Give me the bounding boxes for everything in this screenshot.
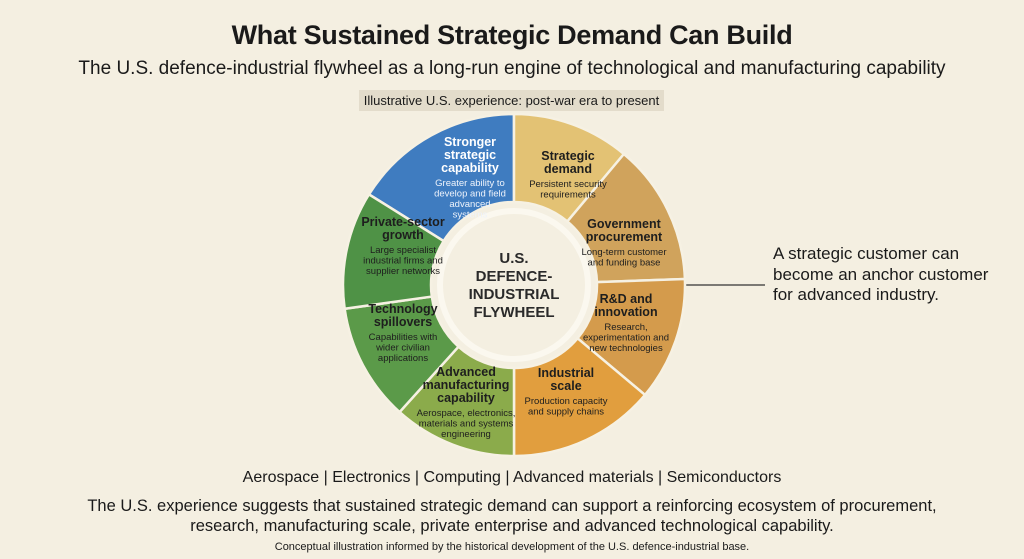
hub-label-line: U.S.: [499, 250, 528, 267]
segment-desc-line: Long-term customer: [581, 247, 666, 258]
segment-desc-line: wider civilian: [375, 343, 430, 354]
segment-desc-line: Large specialist: [370, 245, 436, 256]
segment-desc-line: materials and systems: [419, 419, 514, 430]
segment-private-sector-growth: [341, 192, 446, 311]
segment-desc-line: advanced: [449, 199, 490, 210]
segment-title-line: Industrial: [538, 366, 594, 380]
segment-desc-line: requirements: [540, 190, 596, 201]
segment-desc-line: Research,: [604, 322, 647, 333]
segment-title-line: innovation: [594, 305, 657, 319]
segment-desc-line: supplier networks: [366, 266, 440, 277]
page-title: What Sustained Strategic Demand Can Buil…: [231, 20, 793, 50]
segment-desc-line: Production capacity: [525, 396, 608, 407]
segment-title-line: Strategic: [541, 149, 595, 163]
segment-title-line: demand: [544, 162, 592, 176]
segment-desc-line: develop and field: [434, 189, 506, 200]
segment-desc-line: Greater ability to: [435, 178, 505, 189]
segment-title-line: scale: [550, 379, 581, 393]
footnote: Conceptual illustration informed by the …: [274, 541, 750, 553]
segment-desc-line: and supply chains: [528, 407, 604, 418]
segment-desc-line: systems: [453, 210, 488, 221]
segment-title-line: Stronger: [444, 135, 496, 149]
segment-desc-line: experimentation and: [583, 333, 669, 344]
segment-label-rnd-innovation: R&D andinnovationResearch,experimentatio…: [583, 292, 669, 354]
hub-label-line: DEFENCE-: [476, 268, 553, 285]
segment-title-line: Private-sector: [361, 215, 445, 229]
segment-desc-line: Persistent security: [529, 179, 607, 190]
segment-desc-line: Capabilities with: [369, 332, 438, 343]
sector-list: Aerospace | Electronics | Computing | Ad…: [242, 469, 782, 486]
summary-text: The U.S. experience suggests that sustai…: [87, 497, 937, 535]
segment-desc-line: engineering: [441, 429, 491, 440]
segment-desc-line: Aerospace, electronics,: [417, 408, 516, 419]
segment-desc-line: new technologies: [589, 343, 663, 354]
segment-title-line: spillovers: [374, 315, 432, 329]
segment-title-line: Government: [587, 217, 661, 231]
segment-title-line: procurement: [586, 230, 663, 244]
hub-label-line: FLYWHEEL: [473, 304, 554, 321]
callout-text: A strategic customer can become an ancho…: [773, 244, 989, 304]
page-subtitle: The U.S. defence-industrial flywheel as …: [78, 58, 946, 79]
segment-desc-line: industrial firms and: [363, 256, 443, 267]
segment-title-line: growth: [382, 228, 424, 242]
hub-label-line: INDUSTRIAL: [469, 286, 560, 303]
segment-title-line: R&D and: [600, 292, 653, 306]
segment-title-line: manufacturing: [423, 378, 510, 392]
segment-desc-line: and funding base: [588, 258, 661, 269]
segment-label-advanced-manufacturing: AdvancedmanufacturingcapabilityAerospace…: [417, 365, 516, 440]
segment-desc-line: applications: [378, 353, 428, 364]
segment-title-line: capability: [437, 391, 495, 405]
era-tag: Illustrative U.S. experience: post-war e…: [359, 90, 664, 111]
segment-title-line: strategic: [444, 148, 496, 162]
segment-title-line: Advanced: [436, 365, 496, 379]
flywheel-hub: [437, 208, 591, 362]
segment-title-line: capability: [441, 161, 499, 175]
segment-title-line: Technology: [368, 302, 437, 316]
